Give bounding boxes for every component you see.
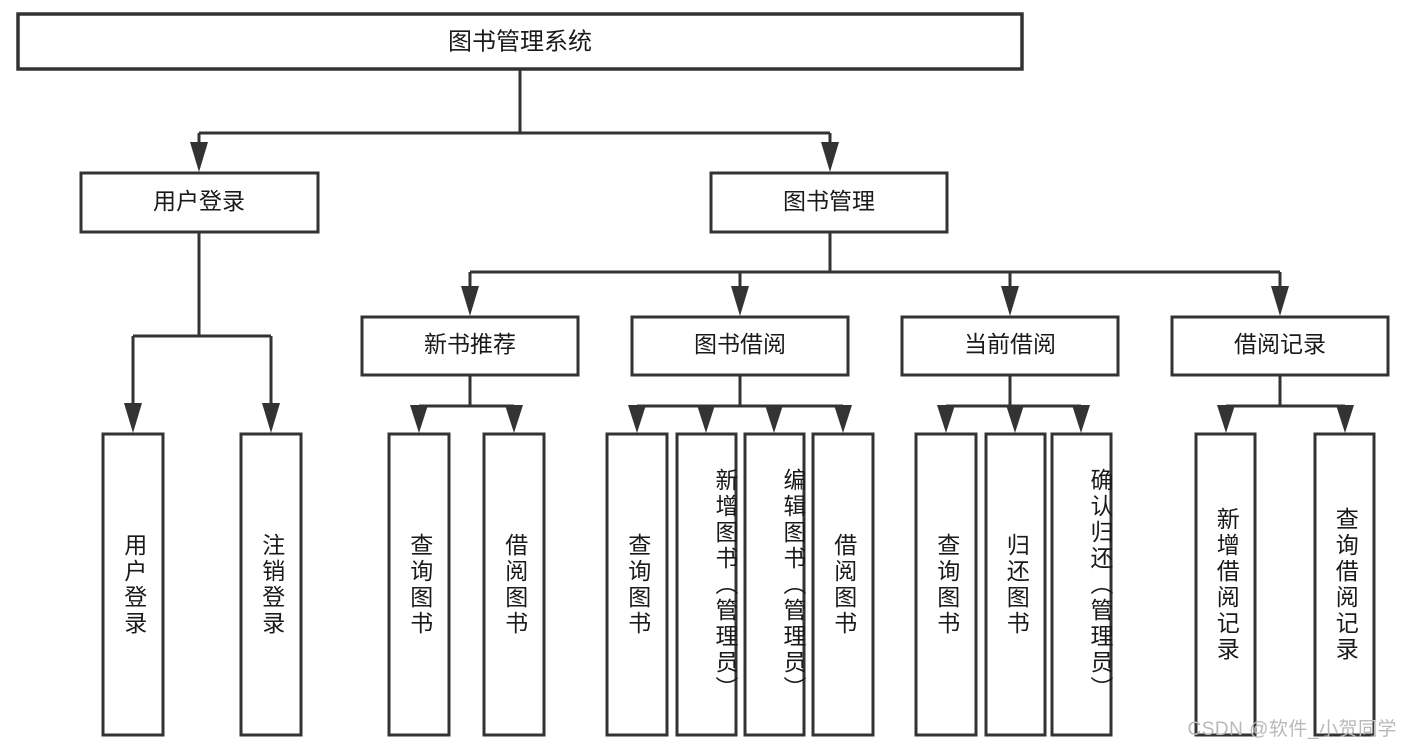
connector-borrow-record-to-leaves bbox=[1217, 375, 1354, 433]
node-leaf-return-book[interactable] bbox=[984, 432, 1047, 737]
node-book-borrow-box[interactable] bbox=[630, 315, 850, 377]
arrow-head-book-borrow bbox=[731, 286, 749, 316]
node-leaf-logout-box[interactable] bbox=[239, 432, 303, 737]
node-leaf-logout[interactable] bbox=[239, 432, 303, 737]
node-borrow-record[interactable]: 借阅记录 bbox=[1170, 315, 1390, 377]
arrow-head-leaf-add-book-admin bbox=[697, 405, 715, 433]
node-leaf-query-borrow-record[interactable] bbox=[1313, 432, 1376, 737]
node-root-label: 图书管理系统 bbox=[448, 28, 592, 55]
arrow-head-leaf-query-book-borrow bbox=[628, 405, 646, 433]
connector-new-book-recommend-to-leaves bbox=[410, 375, 523, 433]
node-leaf-borrow-book-box[interactable] bbox=[811, 432, 875, 737]
arrow-head-borrow-record bbox=[1271, 286, 1289, 316]
node-leaf-query-book-recommend-box[interactable] bbox=[387, 432, 451, 737]
arrow-head-leaf-confirm-return-admin bbox=[1072, 405, 1090, 433]
node-leaf-query-book-borrow[interactable] bbox=[605, 432, 669, 737]
node-current-borrow-label: 当前借阅 bbox=[964, 331, 1056, 357]
node-leaf-borrow-book-recommend[interactable] bbox=[482, 432, 546, 737]
arrow-head-user-login bbox=[190, 142, 208, 172]
arrow-head-leaf-logout bbox=[262, 403, 280, 433]
node-borrow-record-box[interactable] bbox=[1170, 315, 1390, 377]
node-leaf-query-book-borrow-box[interactable] bbox=[605, 432, 669, 737]
arrow-head-leaf-user-login bbox=[124, 403, 142, 433]
connector-book-borrow-to-leaves bbox=[628, 375, 852, 433]
node-leaf-borrow-book[interactable] bbox=[811, 432, 875, 737]
node-leaf-return-book-box[interactable] bbox=[984, 432, 1047, 737]
node-book-management-label: 图书管理 bbox=[783, 188, 875, 214]
arrow-head-leaf-edit-book-admin bbox=[765, 405, 783, 433]
node-book-management[interactable]: 图书管理 bbox=[709, 171, 949, 234]
node-new-book-recommend[interactable]: 新书推荐 bbox=[360, 315, 580, 377]
connector-root-to-level2 bbox=[190, 69, 839, 172]
node-leaf-borrow-book-recommend-box[interactable] bbox=[482, 432, 546, 737]
node-current-borrow-box[interactable] bbox=[900, 315, 1120, 377]
node-new-book-recommend-label: 新书推荐 bbox=[424, 331, 516, 357]
node-user-login-box[interactable] bbox=[79, 171, 320, 234]
node-leaf-confirm-return-admin-box[interactable] bbox=[1050, 432, 1113, 737]
node-current-borrow[interactable]: 当前借阅 bbox=[900, 315, 1120, 377]
node-book-borrow-label: 图书借阅 bbox=[694, 331, 786, 357]
node-user-login-label: 用户登录 bbox=[153, 188, 245, 214]
connector-current-borrow-to-leaves bbox=[937, 375, 1090, 433]
node-leaf-user-login[interactable] bbox=[101, 432, 165, 737]
connector-user-login-to-leaves bbox=[124, 232, 280, 433]
node-leaf-confirm-return-admin[interactable] bbox=[1050, 432, 1113, 737]
node-book-borrow[interactable]: 图书借阅 bbox=[630, 315, 850, 377]
arrow-head-leaf-query-book-recommend bbox=[410, 405, 428, 433]
arrow-head-leaf-borrow-book-recommend bbox=[505, 405, 523, 433]
arrow-head-new-book-recommend bbox=[461, 286, 479, 316]
node-leaf-query-book-current[interactable] bbox=[914, 432, 978, 737]
arrow-head-leaf-query-borrow-record bbox=[1336, 405, 1354, 433]
node-leaf-add-book-admin-box[interactable] bbox=[675, 432, 738, 737]
arrow-head-book-management bbox=[821, 142, 839, 172]
node-user-login[interactable]: 用户登录 bbox=[79, 171, 320, 234]
node-leaf-edit-book-admin[interactable] bbox=[743, 432, 806, 737]
csdn-watermark: CSDN @软件_小贺同学 bbox=[1187, 719, 1397, 740]
node-book-management-box[interactable] bbox=[709, 171, 949, 234]
arrow-head-leaf-query-book-current bbox=[937, 405, 955, 433]
node-leaf-query-book-recommend[interactable] bbox=[387, 432, 451, 737]
connector-book-management-to-level3 bbox=[461, 232, 1289, 316]
node-root-box[interactable] bbox=[16, 12, 1024, 71]
node-leaf-add-book-admin[interactable] bbox=[675, 432, 738, 737]
node-leaf-add-borrow-record[interactable] bbox=[1194, 432, 1257, 737]
node-leaf-user-login-box[interactable] bbox=[101, 432, 165, 737]
node-root[interactable]: 图书管理系统 bbox=[16, 12, 1024, 71]
arrow-head-leaf-borrow-book bbox=[834, 405, 852, 433]
node-new-book-recommend-box[interactable] bbox=[360, 315, 580, 377]
node-leaf-query-borrow-record-box[interactable] bbox=[1313, 432, 1376, 737]
node-leaf-query-book-current-box[interactable] bbox=[914, 432, 978, 737]
node-leaf-edit-book-admin-box[interactable] bbox=[743, 432, 806, 737]
node-leaf-add-borrow-record-box[interactable] bbox=[1194, 432, 1257, 737]
arrow-head-leaf-return-book bbox=[1006, 405, 1024, 433]
arrow-head-leaf-add-borrow-record bbox=[1217, 405, 1235, 433]
arrow-head-current-borrow bbox=[1001, 286, 1019, 316]
node-borrow-record-label: 借阅记录 bbox=[1234, 331, 1326, 357]
